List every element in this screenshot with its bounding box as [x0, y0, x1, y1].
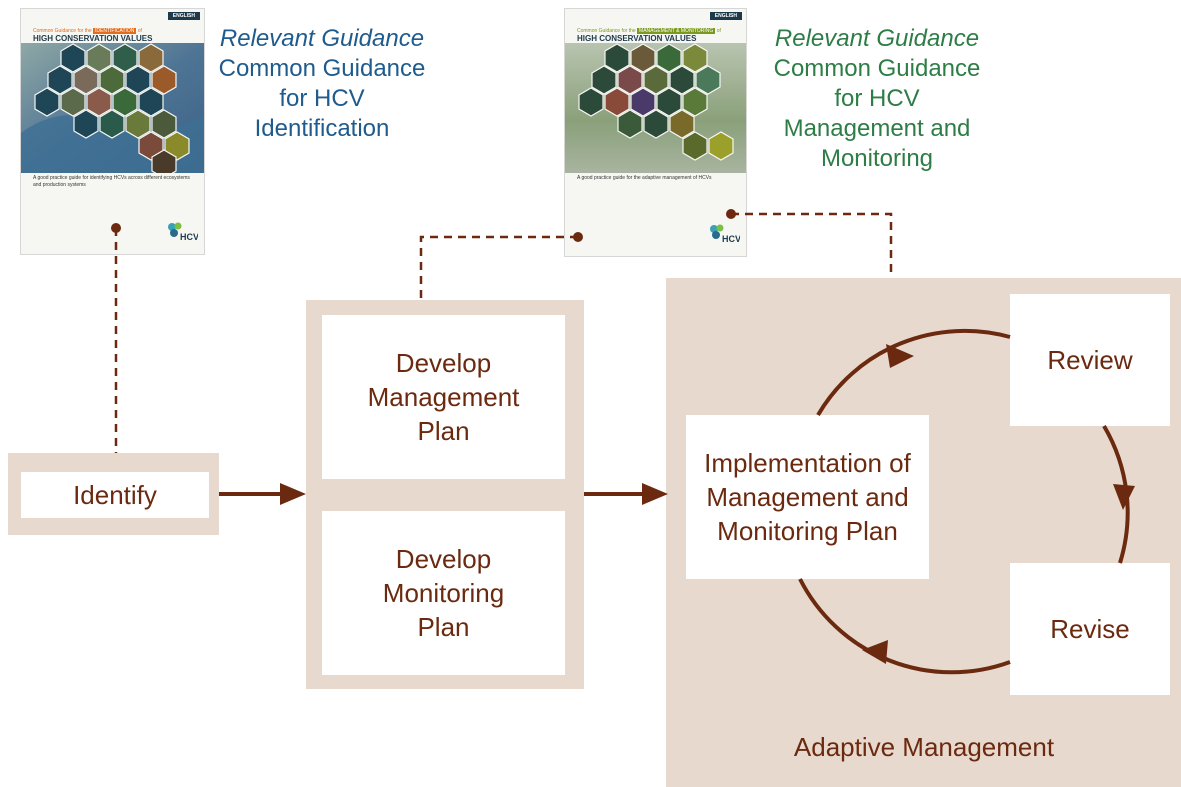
cover-language-badge: ENGLISH — [709, 12, 742, 20]
cover-photo-collage — [565, 43, 746, 173]
cover-description: A good practice guide for the adaptive m… — [577, 175, 712, 181]
cover-identification: ENGLISH Common Guidance for the IDENTIFI… — [20, 8, 205, 255]
arrowhead-develop-to-adaptive — [642, 483, 668, 505]
adaptive-management-label: Adaptive Management — [793, 732, 1055, 762]
implementation-box: Implementation of Management and Monitor… — [686, 415, 929, 579]
cycle-arc-top — [816, 328, 1011, 417]
connector-dot — [573, 232, 583, 242]
cycle-arrowhead-top — [886, 344, 914, 368]
develop-monitoring-plan-box: Develop Monitoring Plan — [322, 511, 565, 675]
guidance-identification-label: Relevant Guidance — [219, 25, 425, 52]
cover-subtitle: Common Guidance for the IDENTIFICATION o… — [33, 28, 142, 34]
review-box: Review — [1010, 294, 1170, 426]
guidance-management-title: Common Guidance for HCV Management and M… — [773, 55, 981, 172]
connector-dot — [111, 223, 121, 233]
cover-management-monitoring: ENGLISH Common Guidance for the MANAGEME… — [564, 8, 747, 257]
identify-box: Identify — [21, 472, 209, 518]
arrowhead-identify-to-develop — [280, 483, 306, 505]
dashed-connector-adaptive — [731, 212, 893, 278]
hcv-logo-icon: HCV — [710, 224, 740, 244]
cover-photo-collage — [21, 43, 204, 173]
revise-box: Revise — [1010, 563, 1170, 695]
cover-description: A good practice guide for identifying HC… — [33, 175, 190, 188]
cover-subtitle: Common Guidance for the MANAGEMENT & MON… — [577, 28, 721, 34]
guidance-identification-title: Common Guidance for HCV Identification — [218, 55, 426, 142]
cycle-arrowhead-bottom — [862, 640, 888, 664]
dashed-connector-management-plan — [419, 235, 578, 300]
svg-text:HCV: HCV — [180, 232, 198, 242]
cover-language-badge: ENGLISH — [167, 12, 200, 20]
guidance-management-label: Relevant Guidance — [774, 25, 980, 52]
svg-text:HCV: HCV — [722, 234, 740, 244]
cover-title: HIGH CONSERVATION VALUES — [33, 34, 153, 43]
guidance-identification: Relevant Guidance Common Guidance for HC… — [212, 24, 432, 144]
cover-title: HIGH CONSERVATION VALUES — [577, 34, 697, 43]
develop-management-plan-box: Develop Management Plan — [322, 315, 565, 479]
guidance-management-monitoring: Relevant Guidance Common Guidance for HC… — [767, 24, 987, 174]
cycle-arc-bottom — [798, 578, 1011, 675]
cycle-arrowhead-right — [1113, 484, 1135, 510]
connector-dot — [726, 209, 736, 219]
hcv-logo-icon: HCV — [168, 222, 198, 242]
